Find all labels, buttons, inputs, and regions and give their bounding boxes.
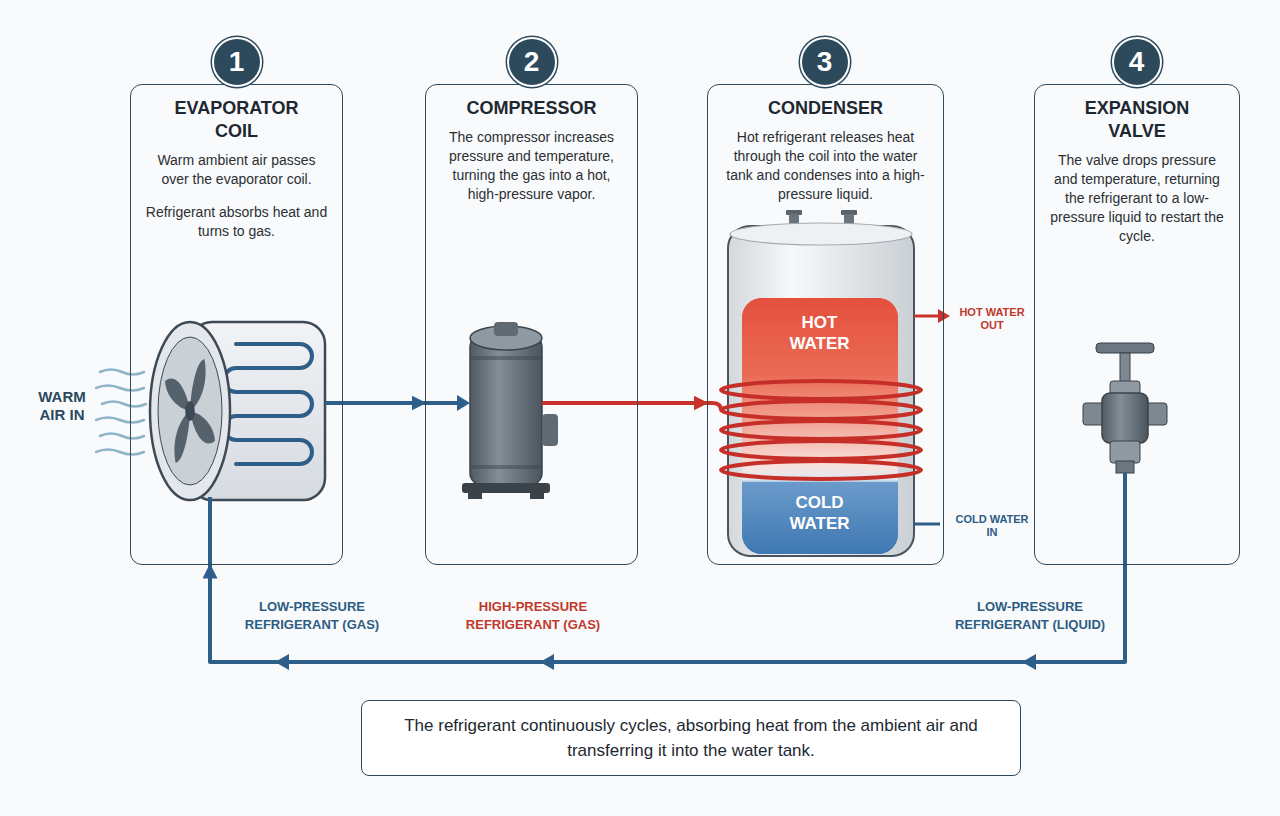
- valve-stem: [1120, 353, 1130, 383]
- wind-line: [100, 434, 144, 439]
- step-circle: 1: [212, 37, 262, 87]
- component-description: The valve drops pressure and temperature…: [1049, 151, 1225, 246]
- valve-nut: [1110, 441, 1140, 463]
- pipe-label: HOT WATER OUT: [953, 306, 1031, 332]
- refrigerant-pipe: [542, 401, 639, 405]
- component-title: EVAPORATOR COIL: [162, 97, 312, 143]
- fan-opening: [158, 337, 222, 485]
- wind-line: [100, 370, 144, 375]
- component-title: EXPANSION VALVE: [1062, 97, 1212, 143]
- evaporator-coil: [224, 344, 312, 464]
- refrigerant-pipe: [208, 497, 212, 566]
- fan-hub: [185, 401, 195, 421]
- refrigerant-line: [210, 565, 1125, 662]
- coil-turn: [721, 461, 921, 479]
- step-circle: 2: [507, 37, 557, 87]
- component-description: Hot refrigerant releases heat through th…: [722, 128, 929, 204]
- component-description: Refrigerant absorbs heat and turns to ga…: [145, 203, 328, 241]
- component-panel: COMPRESSOR The compressor increases press…: [425, 84, 638, 565]
- coil-turn: [721, 441, 921, 459]
- refrigerant-pipe: [1123, 473, 1127, 566]
- tank-top: [730, 223, 912, 245]
- refrigerant-pipe: [325, 401, 344, 405]
- flow-label: HIGH-PRESSURE REFRIGERANT (GAS): [448, 598, 618, 634]
- refrigerant-line: [638, 401, 707, 405]
- compressor-band: [470, 465, 542, 469]
- wind-lines: [96, 370, 146, 455]
- compressor-band: [470, 356, 542, 360]
- step-number: 3: [817, 48, 833, 76]
- refrigerant-pipe: [424, 401, 460, 405]
- component-panel: CONDENSER Hot refrigerant releases heat t…: [707, 84, 944, 565]
- compressor-terminal-box: [542, 414, 558, 446]
- component-title: CONDENSER: [722, 97, 929, 120]
- wind-line: [102, 402, 146, 407]
- fan-housing: [150, 322, 230, 500]
- hot-water-zone: HOT WATER: [742, 298, 898, 374]
- component-panel: EVAPORATOR COIL Warm ambient air passes o…: [130, 84, 343, 565]
- coil-turn: [721, 421, 921, 439]
- component-title: COMPRESSOR: [440, 97, 623, 120]
- pipe-label: COLD WATER IN: [953, 513, 1031, 539]
- wind-line: [96, 386, 144, 391]
- flow-arrow: [938, 309, 950, 323]
- component-panel: EXPANSION VALVE The valve drops pressure …: [1034, 84, 1240, 565]
- component-description: The compressor increases pressure and te…: [440, 128, 623, 204]
- compressor-base: [462, 483, 550, 493]
- step-circle: 4: [1112, 37, 1162, 87]
- step-number: 1: [229, 48, 245, 76]
- cold-water-zone: COLD WATER: [742, 482, 898, 554]
- compressor-foot: [530, 493, 544, 499]
- cold-water-pipe: [914, 523, 940, 526]
- coil-turn: [721, 401, 921, 419]
- coil-turn: [721, 381, 921, 399]
- compressor-body: [470, 335, 542, 485]
- flow-arrow: [457, 395, 470, 411]
- wind-line: [96, 450, 144, 455]
- flow-label: LOW-PRESSURE REFRIGERANT (GAS): [227, 598, 397, 634]
- water-tank: [728, 226, 914, 556]
- water-zone-label: HOT WATER: [780, 312, 860, 354]
- compressor-foot: [468, 493, 482, 499]
- step-number: 4: [1129, 48, 1145, 76]
- valve-outlet: [1116, 461, 1134, 473]
- valve-body: [1102, 393, 1148, 443]
- tank-water: [742, 298, 898, 554]
- component-description: Warm ambient air passes over the evapora…: [145, 151, 328, 189]
- refrigerant-pipe: [706, 403, 721, 410]
- wind-line: [96, 418, 144, 423]
- condenser-coil: [721, 381, 921, 479]
- caption-box: The refrigerant continuously cycles, abs…: [361, 700, 1021, 776]
- step-number: 2: [524, 48, 540, 76]
- valve-handle: [1096, 343, 1154, 353]
- step-circle: 3: [800, 37, 850, 87]
- flow-label: LOW-PRESSURE REFRIGERANT (LIQUID): [940, 598, 1120, 634]
- airflow-label: WARM AIR IN: [30, 388, 94, 424]
- fan: [165, 359, 215, 463]
- hot-water-pipe: [914, 315, 940, 318]
- compressor-fitting: [494, 322, 518, 336]
- refrigerant-line: [343, 401, 425, 405]
- water-zone-label: COLD WATER: [780, 492, 860, 534]
